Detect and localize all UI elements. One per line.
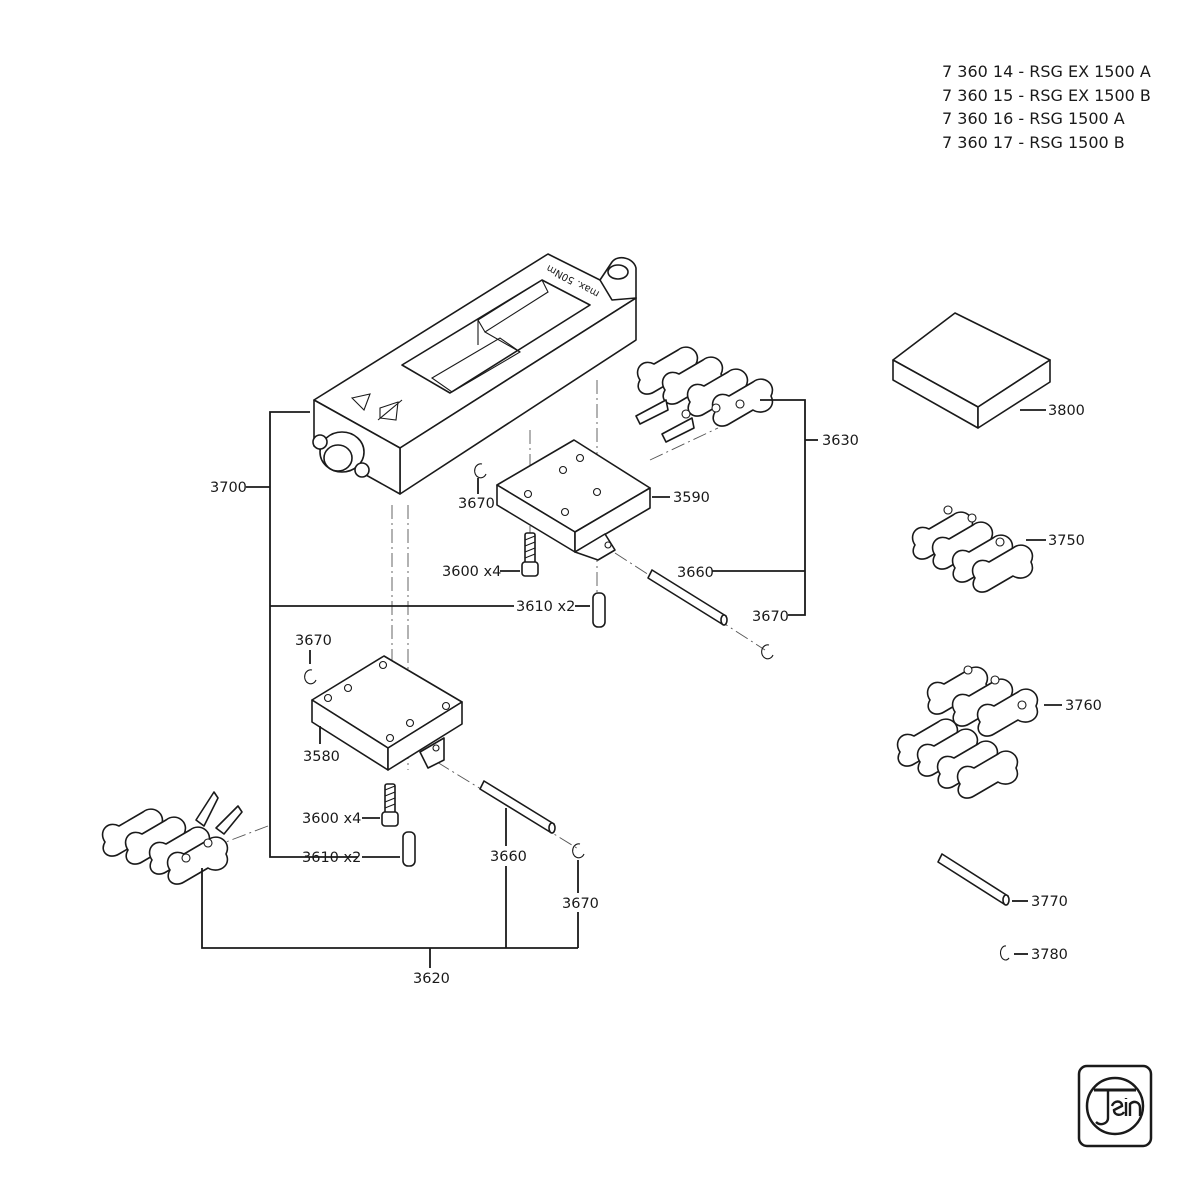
callout-3580: 3580 (303, 749, 340, 765)
callout-labels: 3700 3630 3590 3670 3600 x4 3660 3610 x2… (210, 403, 1102, 987)
leader-lines (201, 399, 1062, 968)
pin-3660-lower (479, 780, 556, 834)
fein-logo (1077, 1064, 1153, 1148)
callout-3590: 3590 (673, 490, 710, 506)
callout-3670: 3670 (562, 896, 599, 912)
model-line: 7 360 17 - RSG 1500 B (942, 132, 1125, 152)
chain-block-3630 (635, 346, 774, 443)
chain-3760 (896, 665, 1039, 799)
assembly-axes (209, 380, 766, 851)
screw-3600-upper (521, 532, 539, 577)
screw-3600-lower (381, 783, 399, 827)
callout-3800: 3800 (1048, 403, 1085, 419)
pin-3610-upper (592, 592, 606, 628)
pin-3610-lower (402, 831, 416, 867)
callout-3770: 3770 (1031, 894, 1068, 910)
pin-3660-upper (647, 569, 728, 626)
callout-3600: 3600 x4 (442, 564, 501, 580)
housing-3700: max. 50Nm (312, 253, 637, 495)
callout-3760: 3760 (1065, 698, 1102, 714)
callout-3670: 3670 (752, 609, 789, 625)
model-line: 7 360 16 - RSG 1500 A (942, 109, 1125, 128)
model-line: 7 360 14 - RSG EX 1500 A (942, 62, 1151, 81)
circlip-3670 (304, 463, 774, 859)
callout-3670: 3670 (458, 496, 495, 512)
callout-3660: 3660 (490, 849, 527, 865)
callout-3620: 3620 (413, 971, 450, 987)
spare-block-3800 (892, 312, 1051, 429)
callout-3750: 3750 (1048, 533, 1085, 549)
clip-3780 (1000, 945, 1010, 961)
mount-plate-3580 (311, 655, 463, 771)
pin-3770 (937, 853, 1010, 906)
callout-3780: 3780 (1031, 947, 1068, 963)
mount-plate-3590 (496, 439, 651, 561)
callout-3630: 3630 (822, 433, 859, 449)
callout-3660: 3660 (677, 565, 714, 581)
model-line: 7 360 15 - RSG EX 1500 B (942, 85, 1151, 105)
callout-3600: 3600 x4 (302, 811, 361, 827)
callout-3700: 3700 (210, 480, 247, 496)
chain-3750 (911, 505, 1034, 593)
callout-3610: 3610 x2 (302, 850, 361, 866)
model-list: 7 360 14 - RSG EX 1500 A 7 360 15 - RSG … (942, 60, 1151, 154)
callout-3610: 3610 x2 (516, 599, 575, 615)
callout-3670: 3670 (295, 633, 332, 649)
chain-block-3620 (101, 791, 243, 885)
